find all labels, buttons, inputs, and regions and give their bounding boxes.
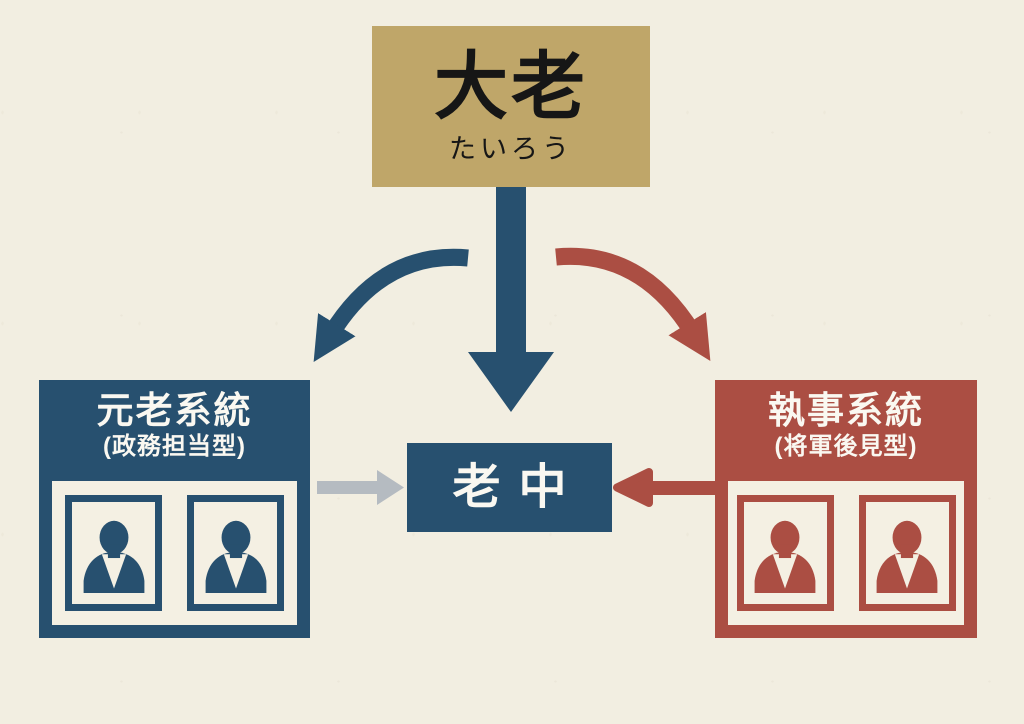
shitsuji-portraits-panel xyxy=(728,481,964,625)
person-icon xyxy=(205,520,266,593)
arrow-tairo-to-genro-icon xyxy=(313,248,469,363)
genro-subtitle: (政務担当型) xyxy=(103,432,246,460)
arrow-genro-to-roju-icon xyxy=(317,470,404,505)
shitsuji-title: 執事系統 xyxy=(768,390,924,431)
arrow-shitsuji-to-roju-icon xyxy=(613,468,715,507)
genro-portraits-panel xyxy=(52,481,297,625)
arrow-tairo-to-shitsuji-icon xyxy=(555,247,711,362)
tairo-box: 大老 たいろう xyxy=(372,26,650,187)
person-icon xyxy=(754,520,816,593)
shitsuji-box: 執事系統 (将軍後見型) xyxy=(715,380,977,638)
portrait-frame xyxy=(736,495,834,611)
tairo-title: 大老 xyxy=(434,45,588,128)
portrait-frame xyxy=(187,495,284,611)
portrait-frame xyxy=(65,495,162,611)
person-icon xyxy=(83,520,144,593)
arrow-tairo-to-roju-icon xyxy=(468,187,554,412)
portrait-frame xyxy=(858,495,956,611)
tairo-reading: たいろう xyxy=(449,134,573,164)
roju-box: 老中 xyxy=(407,443,612,532)
person-icon xyxy=(876,520,938,593)
shitsuji-subtitle: (将軍後見型) xyxy=(774,432,918,460)
genro-box: 元老系統 (政務担当型) xyxy=(39,380,310,638)
genro-title: 元老系統 xyxy=(96,390,253,431)
roju-title: 老中 xyxy=(452,460,585,514)
